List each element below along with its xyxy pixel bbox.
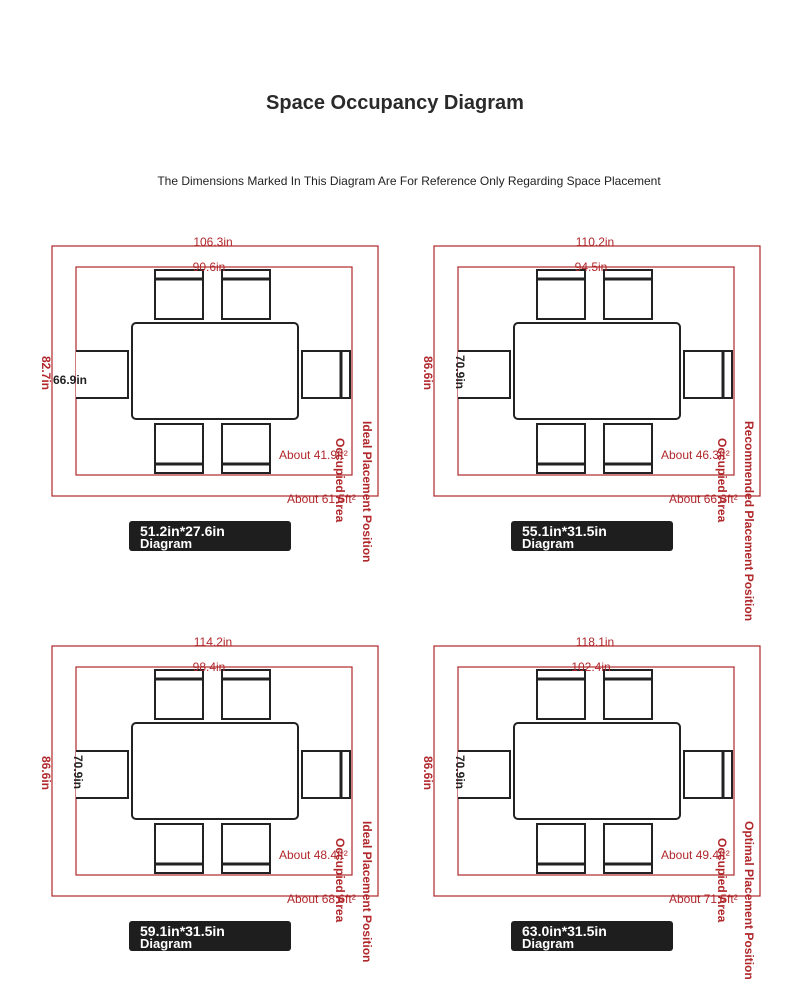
chair <box>154 423 204 474</box>
dining-table <box>513 722 681 820</box>
outer-depth-label: 86.6in <box>421 356 435 390</box>
chair <box>76 350 129 399</box>
occupied-area-value: About 41.9ft² <box>279 448 348 462</box>
inner-depth-label: 70.9in <box>453 755 467 789</box>
placement-area-value: About 61.5ft² <box>287 492 356 506</box>
placement-boundary <box>433 245 761 497</box>
inner-depth-label: 66.9in <box>53 373 87 387</box>
chair <box>683 350 733 399</box>
table-size-text: 59.1in*31.5in <box>140 923 225 939</box>
chair <box>76 750 129 799</box>
placement-position-label: Ideal Placement Position <box>360 421 374 562</box>
placement-area-value: About 68.6ft² <box>287 892 356 906</box>
occupied-area-label: Occupied Area <box>715 838 729 923</box>
placement-position-label: Optimal Placement Position <box>742 821 756 980</box>
outer-width-label: 114.2in <box>194 635 232 649</box>
chair <box>301 750 351 799</box>
dining-table <box>131 322 299 420</box>
occupied-area-label: Occupied Area <box>333 838 347 923</box>
inner-depth-label: 70.9in <box>71 755 85 789</box>
placement-area-value: About 71.5ft² <box>669 892 738 906</box>
chair <box>154 823 204 874</box>
chair <box>603 269 653 320</box>
occupied-area-value: About 49.4ft² <box>661 848 730 862</box>
page-subtitle: The Dimensions Marked In This Diagram Ar… <box>157 174 661 188</box>
placement-area-value: About 66.3ft² <box>669 492 738 506</box>
placement-boundary <box>433 645 761 897</box>
chair <box>536 669 586 720</box>
dining-table <box>513 322 681 420</box>
outer-depth-label: 86.6in <box>39 756 53 790</box>
chair <box>458 350 511 399</box>
placement-position-label: Ideal Placement Position <box>360 821 374 962</box>
chair <box>536 269 586 320</box>
chair <box>536 823 586 874</box>
badge-caption: Diagram <box>522 936 575 951</box>
chair <box>154 269 204 320</box>
chair <box>221 823 271 874</box>
chair <box>458 750 511 799</box>
occupied-area-value: About 46.3ft² <box>661 448 730 462</box>
inner-depth-label: 70.9in <box>453 355 467 389</box>
outer-width-label: 118.1in <box>576 635 614 649</box>
page-title: Space Occupancy Diagram <box>266 92 524 114</box>
table-size-text: 51.2in*27.6in <box>140 523 225 539</box>
inner-width-label: 98.4in <box>193 660 226 674</box>
occupied-area-label: Occupied Area <box>333 438 347 523</box>
outer-width-label: 110.2in <box>576 235 614 249</box>
chair <box>221 269 271 320</box>
table-size-text: 63.0in*31.5in <box>522 923 607 939</box>
chair <box>603 423 653 474</box>
placement-boundary <box>51 245 379 497</box>
chair <box>603 823 653 874</box>
inner-width-label: 90.6in <box>193 260 226 274</box>
occupied-area-value: About 48.4ft² <box>279 848 348 862</box>
badge-caption: Diagram <box>140 936 193 951</box>
badge-caption: Diagram <box>522 536 575 551</box>
inner-width-label: 94.5in <box>575 260 608 274</box>
chair <box>536 423 586 474</box>
chair <box>603 669 653 720</box>
chair <box>301 350 351 399</box>
dining-table <box>131 722 299 820</box>
outer-depth-label: 82.7in <box>39 356 53 390</box>
badge-caption: Diagram <box>140 536 193 551</box>
placement-position-label: Recommended Placement Position <box>742 421 756 621</box>
chair <box>221 423 271 474</box>
chair <box>221 669 271 720</box>
outer-width-label: 106.3in <box>193 235 232 249</box>
placement-boundary <box>51 645 379 897</box>
inner-width-label: 102.4in <box>571 660 610 674</box>
outer-depth-label: 86.6in <box>421 756 435 790</box>
table-size-text: 55.1in*31.5in <box>522 523 607 539</box>
occupied-area-label: Occupied Area <box>715 438 729 523</box>
chair <box>154 669 204 720</box>
chair <box>683 750 733 799</box>
